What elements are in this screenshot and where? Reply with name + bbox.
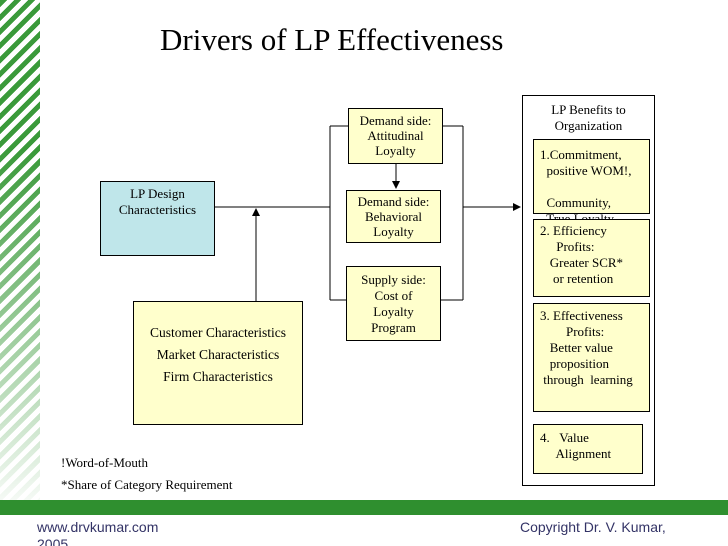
lp-design-box: LP Design Characteristics	[100, 181, 215, 256]
benefit-line	[540, 179, 649, 195]
box-line: Loyalty	[373, 224, 414, 239]
box-line: Demand side:	[359, 113, 432, 128]
lp-design-line: Characteristics	[118, 202, 197, 217]
benefit-line: proposition	[540, 356, 609, 371]
demand-attitudinal-box: Demand side: Attitudinal Loyalty	[348, 108, 443, 164]
supply-side-box: Supply side: Cost of Loyalty Program	[346, 266, 441, 341]
benefit-efficiency-box: 2. Efficiency Profits: Greater SCR* or r…	[533, 219, 650, 297]
customer-characteristics: Customer Characteristics	[149, 325, 287, 340]
benefits-header-line: Organization	[554, 118, 623, 133]
benefit-line: or retention	[540, 271, 614, 286]
benefit-line: Alignment	[540, 446, 612, 461]
benefit-line: through learning	[540, 372, 633, 387]
footer-copyright: Copyright Dr. V. Kumar,	[520, 519, 666, 535]
benefit-value-alignment-box: 4. Value Alignment	[533, 424, 643, 474]
benefit-line: Community,	[540, 195, 612, 210]
benefits-header: LP Benefits to Organization	[522, 102, 655, 134]
footer-bar	[0, 500, 728, 515]
benefit-line: Greater SCR*	[540, 255, 624, 270]
characteristics-box: Customer Characteristics Market Characte…	[133, 301, 303, 425]
box-line: Attitudinal	[367, 128, 424, 143]
box-line: Loyalty	[373, 304, 414, 319]
firm-characteristics: Firm Characteristics	[163, 369, 273, 384]
benefit-line: 4. Value	[540, 430, 589, 445]
box-line: Program	[371, 320, 416, 335]
benefit-line: Better value	[540, 340, 613, 355]
benefits-header-line: LP Benefits to	[551, 102, 626, 117]
footnote-scr: *Share of Category Requirement	[61, 477, 233, 492]
benefit-line: Profits:	[540, 324, 605, 339]
benefit-line: 3. Effectiveness	[540, 308, 623, 323]
footnote-wom: !Word-of-Mouth	[61, 455, 149, 470]
box-line: Demand side:	[357, 194, 430, 209]
footer-year: 2005	[37, 536, 69, 546]
slide-title: Drivers of LP Effectiveness	[160, 22, 504, 57]
benefit-commitment-box: 1.Commitment, positive WOM!, Community, …	[533, 139, 650, 226]
box-line: Loyalty	[375, 143, 416, 158]
lp-design-line: LP Design	[130, 186, 185, 201]
box-line: Cost of	[374, 288, 413, 303]
benefit-line: Profits:	[540, 239, 595, 254]
market-characteristics: Market Characteristics	[156, 347, 280, 362]
box-line: Supply side:	[361, 272, 426, 287]
footer-website: www.drvkumar.com	[37, 519, 159, 535]
benefit-line: 2. Efficiency	[540, 223, 607, 238]
benefit-effectiveness-box: 3. Effectiveness Profits: Better value p…	[533, 303, 650, 412]
benefit-line: 1.Commitment,	[540, 147, 622, 162]
decorative-stripes-fade	[0, 0, 40, 500]
box-line: Behavioral	[364, 209, 423, 224]
benefit-line: positive WOM!,	[540, 163, 632, 178]
demand-behavioral-box: Demand side: Behavioral Loyalty	[346, 190, 441, 243]
